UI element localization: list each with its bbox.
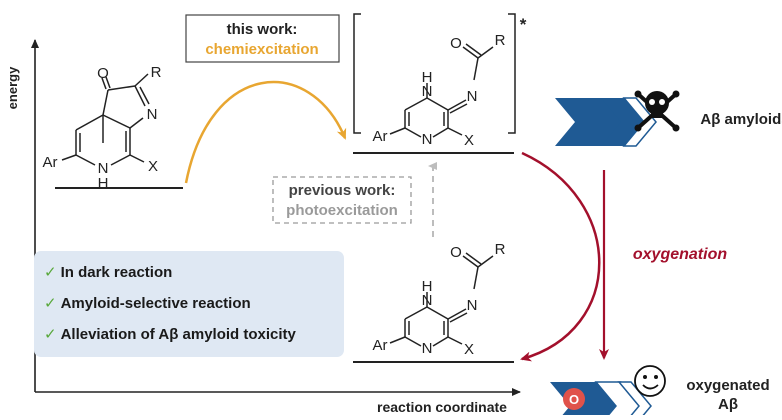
- amyloid-fibril: [555, 97, 657, 147]
- svg-text:H: H: [422, 69, 433, 86]
- oxygen-marker: [563, 388, 585, 410]
- benefit-item: ✓Amyloid-selective reaction: [44, 295, 251, 312]
- svg-text:O: O: [450, 244, 462, 261]
- previous-work-box: previous work: photoexcitation: [272, 176, 412, 224]
- excited-state-brackets: [353, 13, 516, 134]
- svg-text:N: N: [422, 292, 433, 309]
- svg-text:H: H: [422, 278, 433, 295]
- reactant-structure: [61, 73, 150, 166]
- oxygen-symbol: O: [569, 392, 579, 407]
- svg-text:N: N: [147, 106, 158, 123]
- svg-text:H: H: [98, 175, 109, 192]
- skull-icon: [634, 90, 680, 132]
- oxygenated-amyloid-fibril: O: [550, 381, 652, 420]
- oxygenation-label: oxygenation: [633, 246, 727, 263]
- oxygenated-label-line1: oxygenated: [686, 377, 769, 394]
- svg-text:N: N: [422, 131, 433, 148]
- svg-text:Ar: Ar: [373, 337, 388, 354]
- check-icon: ✓: [44, 295, 57, 312]
- previous-work-heading: previous work:: [289, 182, 396, 199]
- svg-text:R: R: [495, 32, 506, 49]
- axes: energy reaction coordinate: [5, 39, 521, 415]
- smiley-icon: [634, 365, 666, 397]
- excited-structure: [389, 43, 494, 138]
- previous-work-method: photoexcitation: [286, 202, 398, 219]
- product-structure: [389, 252, 494, 347]
- svg-text:N: N: [422, 340, 433, 357]
- svg-text:N: N: [467, 88, 478, 105]
- svg-text:N: N: [98, 160, 109, 177]
- reactant-labels: O R N N H Ar X: [43, 64, 162, 192]
- svg-text:N: N: [422, 83, 433, 100]
- svg-text:X: X: [464, 341, 474, 358]
- svg-text:X: X: [148, 158, 158, 175]
- svg-text:Ar: Ar: [43, 154, 58, 171]
- svg-text:N: N: [467, 297, 478, 314]
- svg-text:O: O: [450, 35, 462, 52]
- excited-labels: O R N H N N Ar X: [373, 32, 506, 149]
- this-work-method: chemiexcitation: [205, 41, 318, 58]
- svg-text:O: O: [97, 65, 109, 82]
- oxygenation-arrow: [520, 151, 601, 362]
- excited-mark: *: [520, 15, 527, 34]
- chemiexcitation-arrow: [184, 80, 347, 184]
- benefit-item: ✓Alleviation of Aβ amyloid toxicity: [44, 326, 296, 343]
- oxygenated-label-line2: Aβ: [718, 396, 738, 413]
- this-work-heading: this work:: [227, 21, 298, 38]
- svg-text:Ar: Ar: [373, 128, 388, 145]
- svg-text:R: R: [151, 64, 162, 81]
- check-icon: ✓: [44, 326, 57, 343]
- x-axis-label: reaction coordinate: [377, 399, 507, 415]
- check-icon: ✓: [44, 264, 57, 281]
- svg-text:R: R: [495, 241, 506, 258]
- svg-text:X: X: [464, 132, 474, 149]
- energy-levels: [55, 152, 514, 363]
- this-work-box: this work: chemiexcitation: [185, 14, 340, 63]
- benefit-item: ✓In dark reaction: [44, 264, 173, 281]
- benefits-panel: ✓In dark reaction ✓Amyloid-selective rea…: [34, 251, 344, 357]
- product-labels: O R N H N N Ar X: [373, 241, 506, 358]
- y-axis-label: energy: [5, 66, 20, 109]
- amyloid-label: Aβ amyloids: [700, 111, 782, 128]
